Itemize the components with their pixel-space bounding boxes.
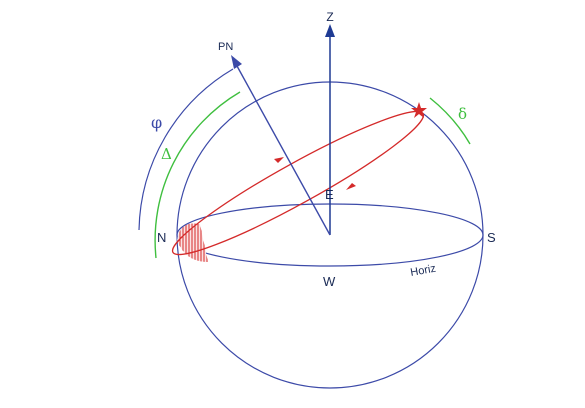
diurnal-circle-ellipse	[171, 110, 425, 256]
west-label: W	[323, 274, 336, 289]
zenith-arrowhead	[325, 24, 335, 37]
north-label: N	[157, 230, 166, 245]
horizon-label: Horiz	[409, 263, 436, 279]
declination-arc	[429, 97, 471, 145]
north-pole-label: PN	[218, 41, 233, 53]
east-label: E	[325, 187, 334, 202]
pole-distance-arc	[154, 91, 241, 259]
south-label: S	[487, 230, 496, 245]
polar-axis-arrowhead	[231, 55, 242, 69]
pole-distance-label: Δ	[161, 145, 172, 163]
hatched-region	[177, 223, 208, 262]
latitude-arc	[138, 68, 234, 231]
zenith-label: Z	[326, 10, 333, 24]
latitude-label: φ	[151, 113, 162, 132]
path-direction-arrow-upper	[274, 157, 284, 163]
path-direction-arrow-lower	[346, 183, 356, 190]
polar-axis-line	[236, 65, 331, 236]
declination-label: δ	[458, 105, 467, 123]
red-star-icon	[411, 102, 427, 118]
